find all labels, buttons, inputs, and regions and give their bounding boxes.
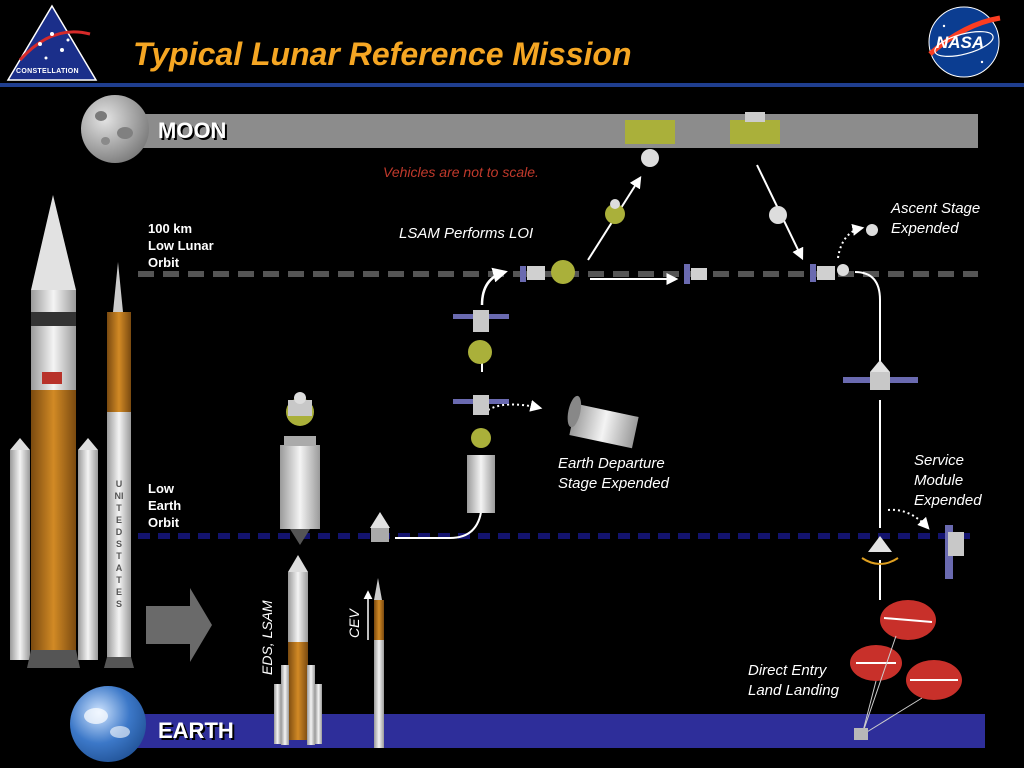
eds-expended xyxy=(567,395,639,449)
loi-stack xyxy=(520,260,575,284)
nasa-logo: NASA xyxy=(926,4,1002,80)
lsam-descending xyxy=(605,199,625,224)
eds-lsam-label: EDS, LSAM xyxy=(259,600,275,675)
earth-orbit-label: Low Earth Orbit xyxy=(148,481,182,530)
eds-lsam-stack xyxy=(280,392,320,545)
tei-arrow xyxy=(854,271,881,372)
eds-lsam-launch-rocket xyxy=(274,555,322,745)
earth-band xyxy=(130,714,985,748)
ascent-stage-rising xyxy=(769,206,787,224)
earth-image xyxy=(70,686,146,762)
earth-band-label: EARTH xyxy=(158,718,234,743)
loi-arrow xyxy=(480,267,508,306)
ascent-expended-arrow xyxy=(837,224,865,259)
cev-lunar-orbit xyxy=(684,264,707,284)
cev-launch-rocket xyxy=(363,578,384,748)
moon-image xyxy=(81,95,149,163)
launch-arrow xyxy=(146,588,212,662)
eds-expended-arrow xyxy=(487,400,543,412)
parachutes xyxy=(850,600,962,740)
cev-return xyxy=(843,360,918,390)
eds-expended-note: Earth Departure Stage Expended xyxy=(558,455,669,492)
page-title: Typical Lunar Reference Mission xyxy=(133,36,632,72)
cev-leo xyxy=(370,512,390,542)
entry-capsule xyxy=(861,536,899,565)
sm-expended-note: Service Module Expended xyxy=(914,452,982,509)
transit-stack xyxy=(453,310,509,364)
scale-note: Vehicles are not to scale. xyxy=(383,164,539,180)
loi-note: LSAM Performs LOI xyxy=(399,225,534,242)
united-states-text: UNITED STATES xyxy=(114,479,124,609)
lsam-on-surface xyxy=(625,120,675,167)
moon-band-label: MOON xyxy=(158,118,227,143)
cev-label: CEV xyxy=(346,609,362,638)
lsam-ascent-on-surface xyxy=(730,112,780,144)
ascent-stage-note: Ascent Stage Expended xyxy=(891,200,981,237)
ares-v-rocket xyxy=(10,195,98,668)
ascent-stage-expended xyxy=(866,224,878,236)
rendezvous-lunar-orbit xyxy=(810,264,849,282)
docked-stack-leo xyxy=(453,395,509,513)
service-module-expended xyxy=(945,525,964,579)
constellation-logo: CONSTELLATION xyxy=(6,4,98,82)
header-rule xyxy=(0,83,1024,87)
lunar-orbit-label: 100 km Low Lunar Orbit xyxy=(148,221,214,270)
ares-i-rocket xyxy=(104,262,134,668)
landing-note: Direct Entry Land Landing xyxy=(748,662,839,699)
nasa-logo-text: NASA xyxy=(936,33,985,52)
moon-band xyxy=(137,114,978,148)
sm-expended-arrow xyxy=(887,508,930,530)
constellation-logo-text: CONSTELLATION xyxy=(16,68,79,75)
